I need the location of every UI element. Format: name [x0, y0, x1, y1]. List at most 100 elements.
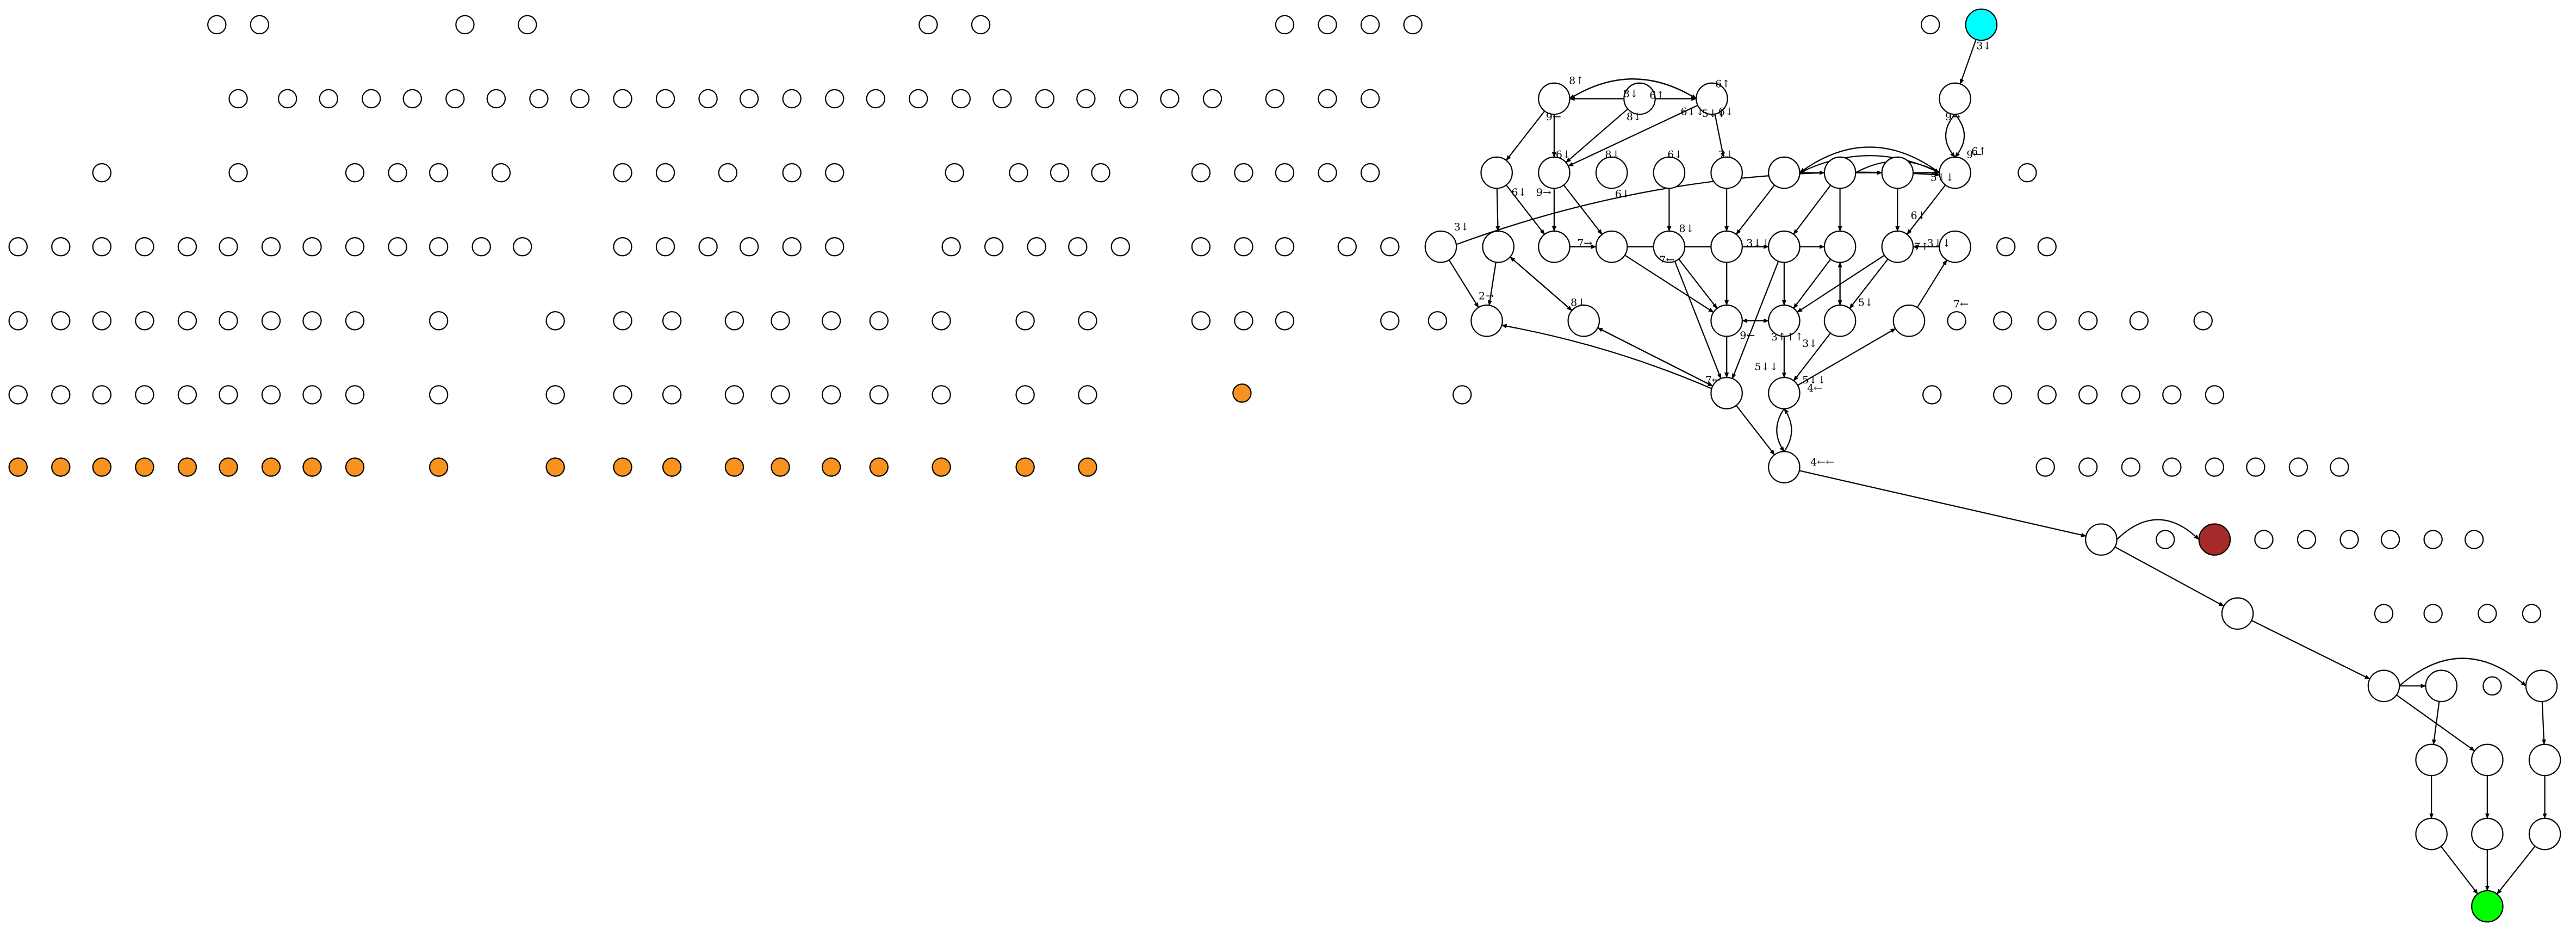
frontier-node-19	[1078, 457, 1097, 477]
isolated-state-node-21	[655, 89, 675, 109]
transition-edge-15	[1563, 184, 1603, 235]
isolated-state-node-162	[2423, 530, 2443, 549]
state-node-d3	[1710, 305, 1743, 337]
isolated-state-node-10	[1921, 15, 1940, 35]
edge-label-22: 8↓	[1679, 222, 1694, 234]
isolated-state-node-168	[2482, 676, 2502, 696]
isolated-state-node-102	[662, 311, 682, 331]
isolated-state-node-6	[1275, 15, 1295, 35]
isolated-state-node-142	[1922, 385, 1942, 405]
frontier-node-1	[51, 457, 71, 477]
transition-edge-51	[1793, 332, 1831, 381]
isolated-state-node-150	[2078, 457, 2098, 477]
frontier-node-6	[261, 457, 281, 477]
isolated-state-node-92	[92, 311, 112, 331]
transition-edge-59	[1510, 256, 1573, 311]
state-node-c8	[1881, 230, 1914, 263]
isolated-state-node-135	[771, 385, 790, 405]
isolated-state-node-120	[2193, 311, 2213, 331]
edge-label-33: 4←←	[1810, 456, 1834, 468]
isolated-state-node-34	[1202, 89, 1222, 109]
isolated-state-node-106	[869, 311, 889, 331]
isolated-state-node-93	[135, 311, 154, 331]
isolated-state-node-68	[388, 237, 407, 257]
isolated-state-node-143	[1992, 385, 2013, 405]
state-node-b5	[1710, 156, 1743, 189]
transition-edge-63	[1799, 470, 2087, 537]
isolated-state-node-27	[909, 89, 928, 109]
state-node-c4	[1653, 230, 1686, 263]
state-node-f1	[1768, 451, 1801, 483]
transition-edge-55	[1735, 405, 1776, 456]
isolated-state-node-129	[345, 385, 365, 405]
isolated-state-node-152	[2162, 457, 2182, 477]
edge-label-27: 3↑↑↑	[1771, 331, 1804, 343]
transition-edge-28	[1799, 146, 1940, 173]
isolated-state-node-17	[486, 89, 506, 109]
isolated-state-node-100	[545, 311, 565, 331]
isolated-state-node-134	[724, 385, 744, 405]
frontier-node-4	[177, 457, 197, 477]
transition-edge-19	[1793, 184, 1832, 235]
isolated-state-node-165	[2423, 604, 2443, 623]
isolated-state-node-115	[1947, 311, 1966, 331]
isolated-state-node-45	[655, 163, 675, 183]
isolated-state-node-22	[698, 89, 718, 109]
state-node-a3	[1696, 82, 1728, 115]
edge-label-20: 3↓	[1454, 221, 1469, 233]
isolated-state-node-155	[2288, 457, 2308, 477]
isolated-state-node-75	[739, 237, 759, 257]
state-node-d1	[1470, 305, 1503, 337]
edge-label-18: 7→	[1577, 238, 1592, 250]
edge-label-21: 2→	[1479, 290, 1494, 302]
isolated-state-node-132	[613, 385, 632, 405]
isolated-state-node-1	[250, 15, 270, 35]
isolated-state-node-53	[1191, 163, 1211, 183]
isolated-state-node-95	[219, 311, 238, 331]
isolated-state-node-139	[1015, 385, 1035, 405]
danger-node	[2198, 523, 2231, 556]
isolated-state-node-96	[261, 311, 281, 331]
frontier-node-14	[771, 457, 790, 477]
isolated-state-node-13	[319, 89, 338, 109]
isolated-state-node-11	[228, 89, 248, 109]
transition-edge-33	[1678, 258, 1718, 309]
transition-edge-12	[1495, 188, 1500, 232]
state-node-k3	[2528, 817, 2561, 851]
isolated-state-node-128	[302, 385, 322, 405]
state-node-d6	[1892, 305, 1926, 337]
edge-label-19: 6↓	[1667, 148, 1683, 160]
isolated-state-node-74	[698, 237, 718, 257]
isolated-state-node-33	[1160, 89, 1180, 109]
isolated-state-node-122	[51, 385, 71, 405]
state-node-c7	[1823, 230, 1857, 263]
frontier-node-2	[92, 457, 112, 477]
isolated-state-node-3	[518, 15, 537, 35]
state-node-d5	[1823, 305, 1857, 337]
isolated-state-node-91	[51, 311, 71, 331]
frontier-node-8	[345, 457, 365, 477]
isolated-state-node-14	[362, 89, 381, 109]
isolated-state-node-158	[2254, 530, 2274, 549]
isolated-state-node-163	[2464, 530, 2484, 549]
transition-edge-64	[2116, 519, 2200, 540]
isolated-state-node-49	[945, 163, 964, 183]
edge-label-16: 8↓	[1605, 148, 1621, 160]
isolated-state-node-112	[1275, 311, 1295, 331]
edge-label-1: 9→	[1945, 111, 1960, 123]
transition-edge-40	[1674, 261, 1722, 380]
isolated-state-node-62	[135, 237, 154, 257]
transition-edge-18	[1735, 184, 1776, 235]
isolated-state-node-146	[2121, 385, 2141, 405]
edge-label-30: 4←	[1807, 382, 1822, 394]
state-node-b2	[1538, 156, 1571, 189]
isolated-state-node-59	[8, 237, 28, 257]
isolated-state-node-164	[2374, 604, 2394, 623]
isolated-state-node-151	[2121, 457, 2141, 477]
isolated-state-node-138	[932, 385, 951, 405]
state-node-i3	[2525, 669, 2558, 703]
edge-labels-layer: 3↓9→9←8↑8↓8↓6↑6↑6↓6↓↓5↓↓7↓9←6↓9→6↓8↓6↓7→…	[1454, 40, 1992, 468]
isolated-state-node-154	[2246, 457, 2265, 477]
isolated-state-node-73	[655, 237, 675, 257]
isolated-state-node-133	[662, 385, 682, 405]
